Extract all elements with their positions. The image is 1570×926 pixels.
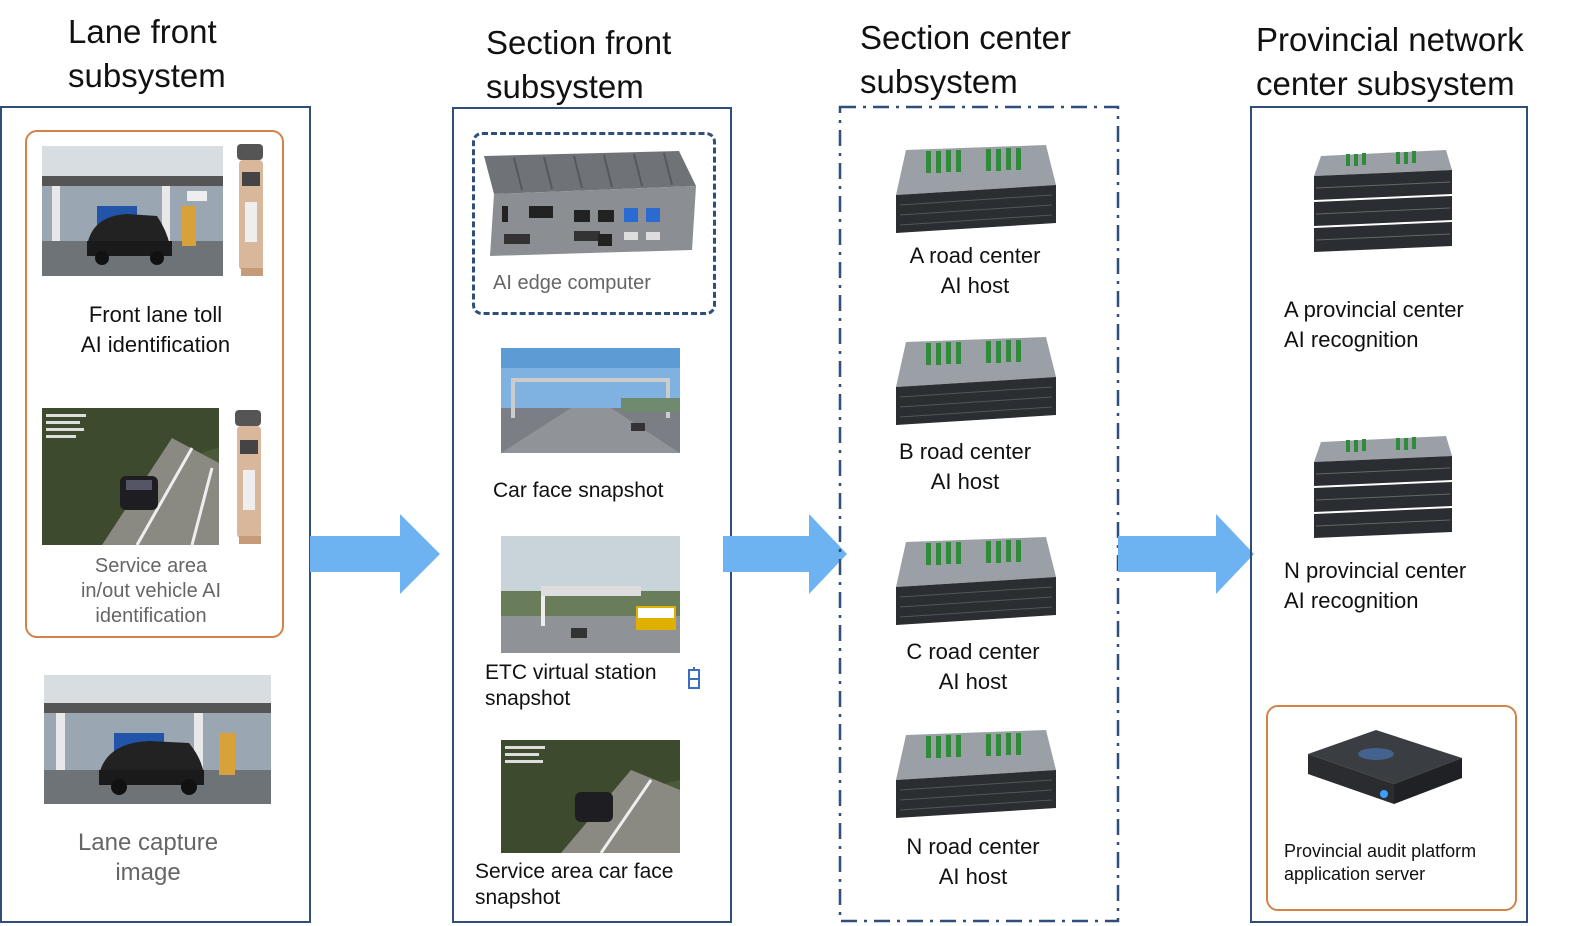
toll-lane-photo [42, 146, 223, 276]
camera-device-2 [231, 408, 267, 548]
server-b-image [886, 337, 1058, 427]
provincial-n-label: N provincial center AI recognition [1284, 558, 1467, 613]
text-cursor-icon [688, 667, 700, 689]
provincial-title: Provincial network center subsystem [1256, 21, 1524, 102]
host-n-label: N road center AI host [906, 834, 1040, 889]
host-a-label: A road center AI host [909, 243, 1041, 298]
service-area-label: Service area in/out vehicle AI identific… [80, 555, 222, 627]
provincial-server-stack-a [1306, 150, 1454, 255]
section-front-panel [452, 107, 732, 923]
section-center-title: Section center subsystem [860, 19, 1071, 100]
provincial-panel [1250, 106, 1528, 923]
camera-device-1 [233, 142, 269, 280]
section-center-panel [838, 105, 1120, 923]
arrow-1 [310, 514, 440, 594]
server-a-image [886, 145, 1058, 235]
edge-computer-image [474, 146, 700, 258]
service-car-face-photo [501, 740, 680, 853]
etc-station-photo [501, 536, 680, 653]
host-b-label: B road center AI host [898, 439, 1032, 494]
lane-capture-photo [44, 675, 271, 804]
car-face-photo [501, 348, 680, 453]
edge-computer-box [472, 132, 716, 315]
service-area-photo [42, 408, 219, 545]
provincial-a-label: A provincial center AI recognition [1284, 297, 1464, 352]
front-lane-toll-label: Front lane toll AI identification [80, 302, 231, 357]
lane-ai-highlight-box [25, 130, 284, 638]
edge-computer-label: AI edge computer [493, 272, 651, 294]
lane-front-panel [0, 106, 311, 923]
audit-server-image [1306, 726, 1464, 808]
arrow-2 [723, 514, 847, 594]
server-c-image [886, 537, 1058, 627]
server-n-image [886, 730, 1058, 820]
lane-front-title: Lane front subsystem [68, 13, 226, 94]
service-car-face-label: Service area car face snapshot [475, 860, 674, 909]
etc-station-label: ETC virtual station snapshot [485, 661, 657, 710]
section-front-title: Section front subsystem [486, 24, 672, 105]
host-c-label: C road center AI host [906, 639, 1040, 694]
provincial-server-stack-n [1306, 436, 1454, 541]
lane-capture-label: Lane capture image [77, 829, 219, 886]
arrow-3 [1118, 514, 1254, 594]
car-face-label: Car face snapshot [493, 479, 664, 502]
audit-server-label: Provincial audit platform application se… [1284, 841, 1477, 884]
audit-server-highlight-box [1266, 705, 1517, 911]
